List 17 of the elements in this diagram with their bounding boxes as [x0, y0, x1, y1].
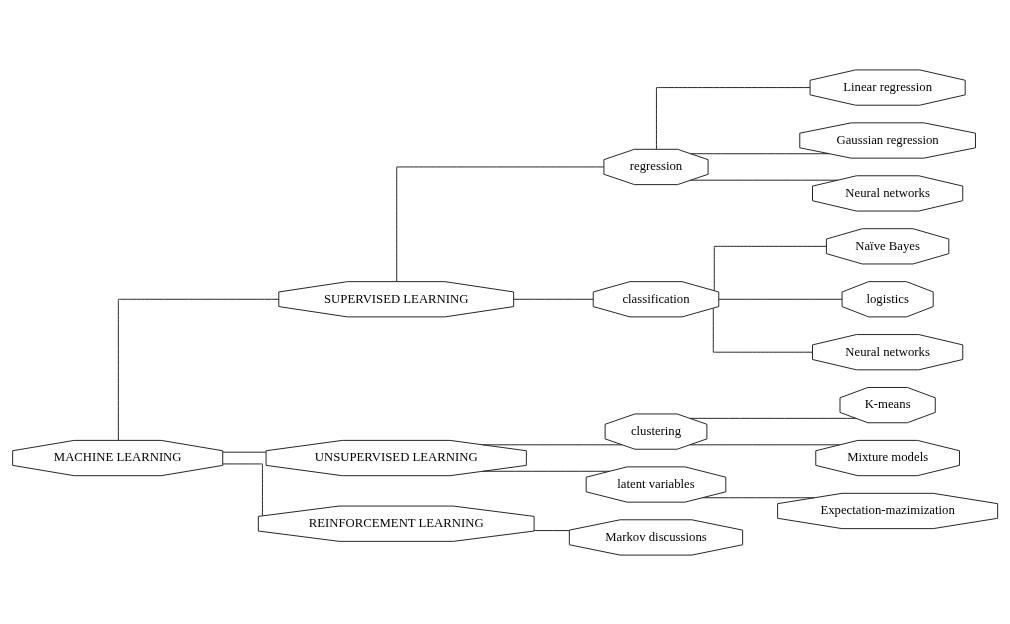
connector	[222, 451, 267, 453]
connector	[702, 496, 815, 498]
connector	[689, 443, 840, 445]
connector	[117, 298, 280, 441]
connector	[690, 152, 830, 154]
connector	[534, 529, 570, 531]
connector	[718, 298, 843, 300]
connector	[222, 462, 263, 516]
connector	[690, 179, 839, 181]
connector	[712, 307, 813, 353]
connector	[482, 470, 611, 472]
connector	[713, 245, 827, 291]
connector	[396, 165, 605, 282]
connector	[513, 298, 594, 300]
connector	[655, 86, 811, 149]
connector	[482, 443, 623, 445]
connector	[689, 417, 857, 419]
